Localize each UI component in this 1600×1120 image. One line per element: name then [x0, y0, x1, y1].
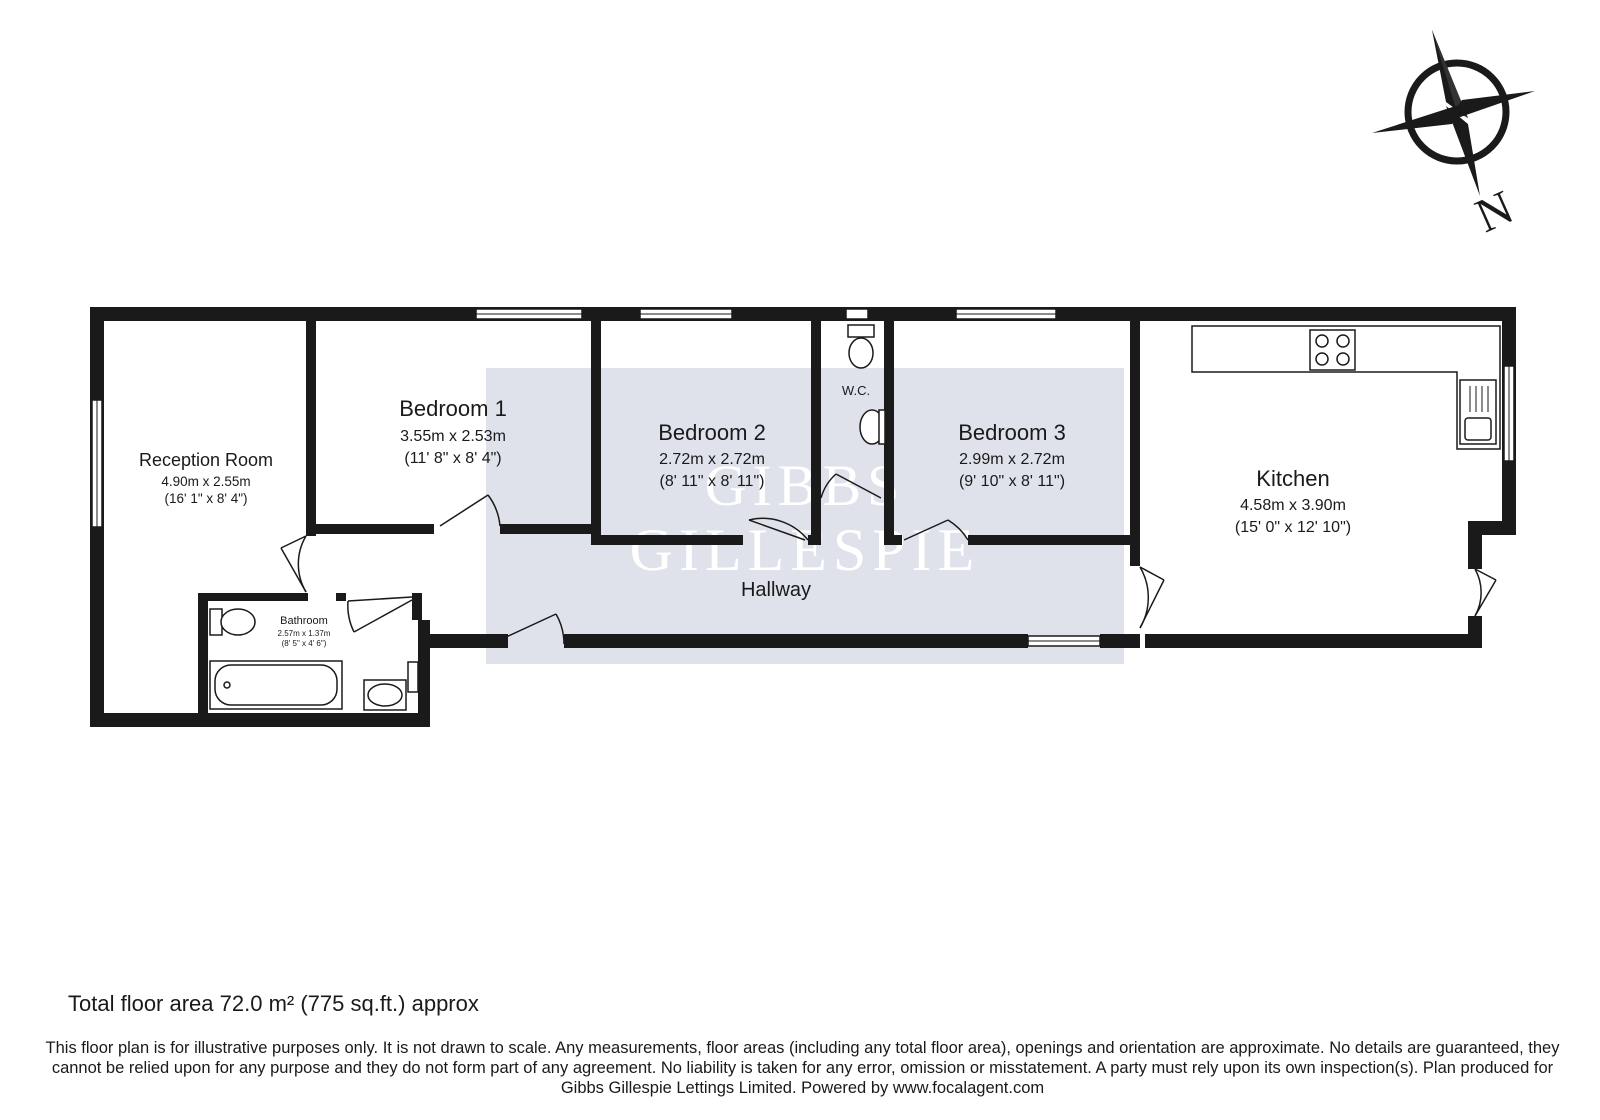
room-imperial: (8' 11" x 8' 11") — [660, 473, 765, 490]
bathroom-toilet-icon — [209, 608, 256, 636]
watermark-line-2: GILLESPIE — [629, 517, 981, 583]
wc-toilet-icon — [847, 324, 875, 369]
doors — [280, 473, 1497, 645]
kitchen-worktop — [1191, 325, 1501, 450]
room-label-wc: W.C. — [842, 383, 870, 398]
room-name: Bedroom 2 — [658, 420, 766, 445]
room-name: Kitchen — [1256, 466, 1329, 491]
room-name: W.C. — [842, 383, 870, 398]
room-metric: 2.57m x 1.37m — [278, 629, 331, 638]
fixtures — [209, 324, 1501, 711]
wc-basin-icon — [859, 409, 886, 445]
room-metric: 3.55m x 2.53m — [400, 428, 506, 445]
room-name: Bedroom 3 — [958, 420, 1066, 445]
bathroom-basin-icon — [363, 679, 407, 711]
room-metric: 2.72m x 2.72m — [659, 451, 765, 468]
room-label-bedroom3: Bedroom 3 2.99m x 2.72m (9' 10" x 8' 11"… — [958, 420, 1066, 490]
bath-icon — [209, 660, 343, 710]
room-label-reception: Reception Room 4.90m x 2.55m (16' 1" x 8… — [139, 450, 273, 506]
room-imperial: (8' 5" x 4' 6") — [282, 639, 327, 648]
window-bathroom — [407, 661, 419, 693]
room-name: Bedroom 1 — [399, 396, 507, 421]
room-name: Bathroom — [280, 615, 328, 627]
watermark-line-1: GIBBS — [704, 453, 906, 518]
hob-icon — [1309, 329, 1356, 371]
room-imperial: (16' 1" x 8' 4") — [164, 491, 247, 506]
room-metric: 4.90m x 2.55m — [161, 474, 250, 489]
room-label-bathroom: Bathroom 2.57m x 1.37m (8' 5" x 4' 6") — [278, 615, 331, 648]
room-imperial: (9' 10" x 8' 11") — [959, 473, 1065, 490]
room-label-bedroom1: Bedroom 1 3.55m x 2.53m (11' 8" x 8' 4") — [399, 396, 507, 467]
room-metric: 4.58m x 3.90m — [1240, 497, 1346, 514]
room-metric: 2.99m x 2.72m — [959, 451, 1065, 468]
window-wc — [845, 308, 869, 320]
compass-icon: N — [1372, 30, 1535, 243]
room-name: Hallway — [741, 579, 811, 601]
disclaimer-text: This floor plan is for illustrative purp… — [45, 1039, 1560, 1097]
room-imperial: (11' 8" x 8' 4") — [404, 450, 501, 467]
compass-north-label: N — [1468, 181, 1521, 244]
room-imperial: (15' 0" x 12' 10") — [1235, 519, 1351, 536]
room-label-bedroom2: Bedroom 2 2.72m x 2.72m (8' 11" x 8' 11"… — [658, 420, 766, 490]
room-label-hallway: Hallway — [741, 579, 811, 601]
room-name: Reception Room — [139, 450, 273, 470]
room-label-kitchen: Kitchen 4.58m x 3.90m (15' 0" x 12' 10") — [1235, 466, 1351, 536]
total-floor-area: Total floor area 72.0 m² (775 sq.ft.) ap… — [68, 991, 479, 1016]
